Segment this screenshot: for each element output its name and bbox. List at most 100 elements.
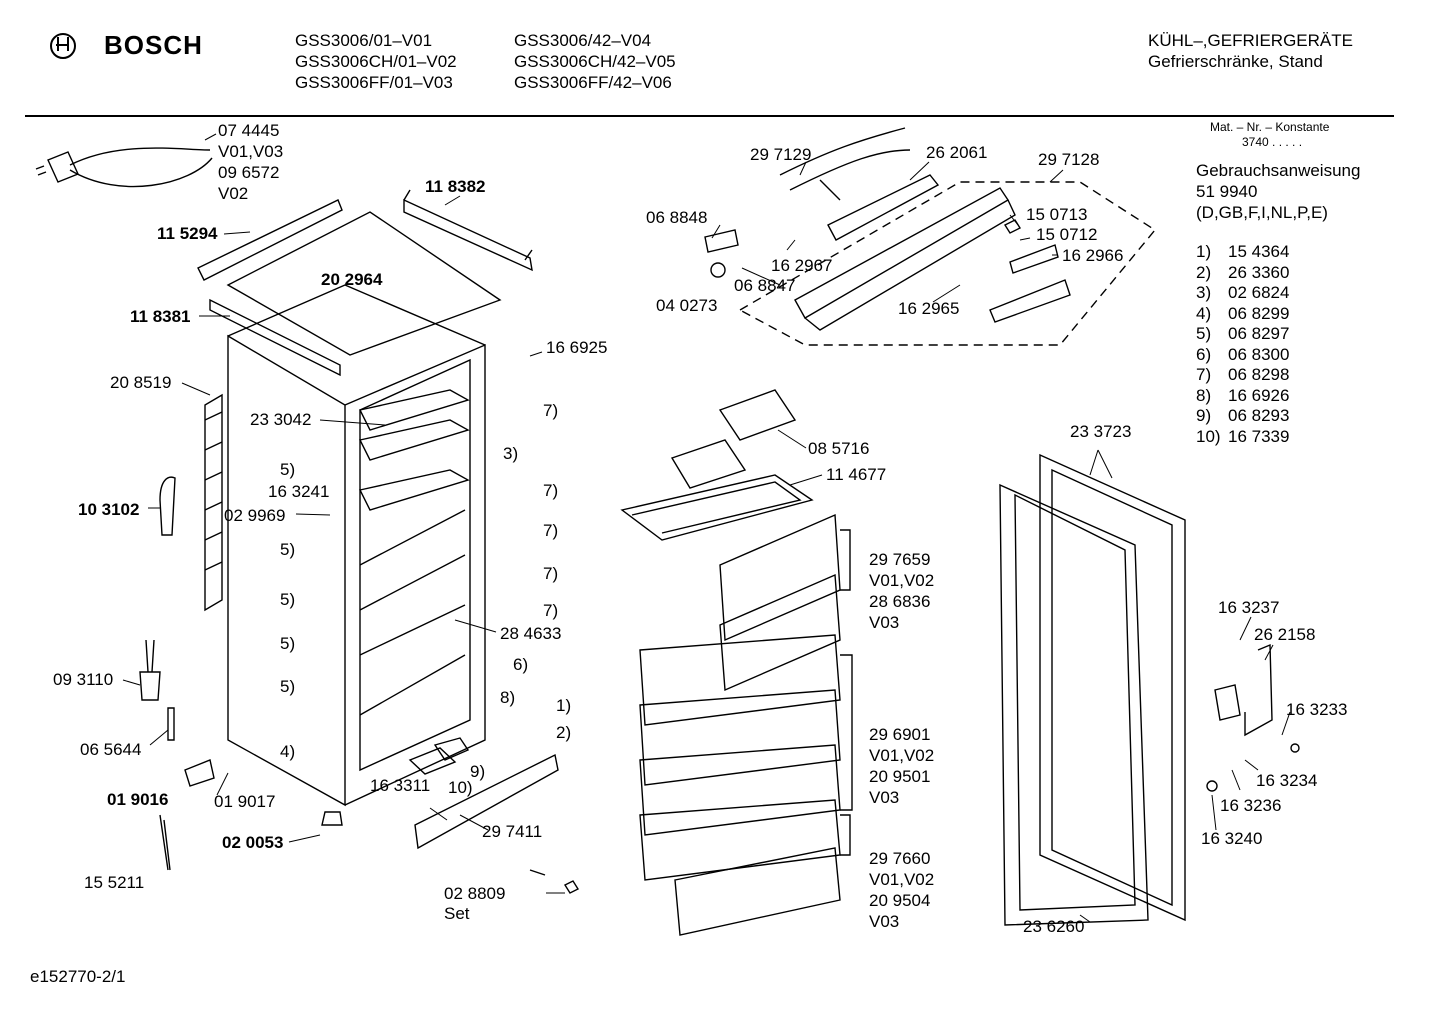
shelves-icon bbox=[358, 389, 470, 716]
legend-row: 3)02 6824 bbox=[1196, 283, 1289, 303]
callout-key: 5) bbox=[280, 460, 296, 479]
part-label: 11 8382 bbox=[425, 177, 486, 196]
part-label: 20 2964 bbox=[321, 270, 383, 289]
brand-name: BOSCH bbox=[104, 30, 203, 60]
legend-part: 06 8300 bbox=[1228, 344, 1290, 364]
part-label: Set bbox=[444, 904, 470, 923]
legend-row: 10)16 7339 bbox=[1196, 427, 1289, 447]
legend-key: 5) bbox=[1196, 324, 1212, 343]
leader-lines bbox=[122, 133, 1291, 923]
lamp-icon bbox=[710, 262, 726, 278]
cold-pack-icon bbox=[670, 389, 797, 489]
callout-key: 7) bbox=[543, 481, 559, 500]
bolt-icon bbox=[529, 869, 580, 894]
legend-key: 9) bbox=[1196, 406, 1212, 425]
category-subtitle: Gefrierschränke, Stand bbox=[1148, 52, 1323, 71]
footer-code: e152770-2/1 bbox=[30, 967, 126, 986]
manual-number: 51 9940 bbox=[1196, 182, 1258, 201]
condenser-icon bbox=[204, 393, 223, 612]
part-label: V01,V02 bbox=[869, 571, 935, 590]
part-label: V01,V03 bbox=[218, 142, 284, 161]
part-label: 16 2965 bbox=[898, 299, 960, 318]
part-label: 06 8847 bbox=[734, 276, 796, 295]
part-label: 29 7129 bbox=[750, 145, 812, 164]
legend-row: 7)06 8298 bbox=[1196, 365, 1289, 385]
legend-row: 5)06 8297 bbox=[1196, 324, 1289, 344]
manual-languages: (D,GB,F,I,NL,P,E) bbox=[1196, 203, 1328, 222]
callout-key: 7) bbox=[543, 521, 559, 540]
callout-key: 1) bbox=[556, 696, 572, 715]
part-label: 28 6836 bbox=[869, 592, 931, 611]
wire-part-icon bbox=[159, 814, 171, 871]
drawer-bracket-icon bbox=[840, 529, 853, 856]
legend-part: 15 4364 bbox=[1228, 242, 1290, 261]
callout-key: 5) bbox=[280, 634, 296, 653]
part-label: 09 3110 bbox=[53, 670, 114, 689]
display-icon bbox=[1009, 244, 1059, 274]
mat-nr-label: Mat. – Nr. – Konstante bbox=[1210, 120, 1330, 134]
part-label: 16 3234 bbox=[1256, 771, 1318, 790]
part-label: 06 5644 bbox=[80, 740, 142, 759]
part-label: 23 3042 bbox=[250, 410, 312, 429]
legend-row: 1) 15 4364 bbox=[1196, 242, 1289, 262]
legend-key: 1) bbox=[1196, 242, 1212, 261]
part-label: 02 8809 bbox=[444, 884, 506, 903]
legend-row: 8)16 6926 bbox=[1196, 386, 1289, 406]
part-label: 11 5294 bbox=[157, 224, 218, 243]
part-label: 16 3240 bbox=[1201, 829, 1263, 848]
callout-key: 7) bbox=[543, 601, 559, 620]
callout-key: 4) bbox=[280, 742, 296, 761]
part-label: 16 6925 bbox=[546, 338, 608, 357]
part-label: 01 9016 bbox=[107, 790, 169, 809]
legend-part: 02 6824 bbox=[1228, 283, 1290, 302]
glass-shelf-icon bbox=[620, 474, 814, 541]
part-label: 29 7660 bbox=[869, 849, 931, 868]
bottom-panel-icon bbox=[414, 753, 559, 850]
callout-key: 5) bbox=[280, 590, 296, 609]
part-label: 16 3311 bbox=[370, 776, 431, 795]
sensor-icon bbox=[139, 639, 161, 701]
legend-part: 16 6926 bbox=[1228, 385, 1290, 405]
part-label: 07 4445 bbox=[218, 121, 280, 140]
part-label: 15 0713 bbox=[1026, 205, 1088, 224]
door-icon bbox=[1039, 453, 1186, 922]
legend-row: 4)06 8299 bbox=[1196, 304, 1289, 324]
top-rail-right-icon bbox=[403, 189, 533, 272]
model-v05: GSS3006CH/42–V05 bbox=[514, 52, 676, 71]
screw-icon bbox=[1290, 743, 1300, 753]
knob-icon bbox=[1003, 219, 1022, 234]
part-label: V03 bbox=[869, 613, 900, 632]
legend-row: 9)06 8293 bbox=[1196, 406, 1289, 426]
legend-key: 10) bbox=[1196, 426, 1221, 446]
callout-key: 7) bbox=[543, 401, 559, 420]
part-label: 28 4633 bbox=[500, 624, 562, 643]
part-label: 20 8519 bbox=[110, 373, 172, 392]
callout-key: 2) bbox=[556, 723, 572, 742]
cabinet-body-icon bbox=[227, 284, 486, 807]
legend-part: 06 8298 bbox=[1228, 365, 1290, 384]
part-label: 29 7128 bbox=[1038, 150, 1100, 169]
part-label: V01,V02 bbox=[869, 870, 935, 889]
hinge-icon bbox=[1214, 643, 1273, 737]
part-label: 15 5211 bbox=[84, 873, 145, 892]
pin-icon bbox=[167, 707, 175, 741]
model-v04: GSS3006/42–V04 bbox=[514, 31, 652, 50]
part-label: V01,V02 bbox=[869, 746, 935, 765]
model-v03: GSS3006FF/01–V03 bbox=[295, 73, 453, 92]
callout-key: 8) bbox=[500, 688, 516, 707]
part-label: V03 bbox=[869, 788, 900, 807]
legend-row: 6)06 8300 bbox=[1196, 345, 1289, 365]
part-label: 16 3236 bbox=[1220, 796, 1282, 815]
part-label: 09 6572 bbox=[218, 163, 280, 182]
part-label: 16 3241 bbox=[268, 482, 330, 501]
model-v01: GSS3006/01–V01 bbox=[295, 31, 433, 50]
display-panel-icon bbox=[989, 279, 1071, 323]
part-label: V03 bbox=[869, 912, 900, 931]
callout-key: 10) bbox=[448, 778, 473, 797]
part-label: 06 8848 bbox=[646, 208, 708, 227]
part-label: 02 9969 bbox=[224, 506, 286, 525]
part-label: 10 3102 bbox=[78, 500, 140, 519]
part-label: 16 2966 bbox=[1062, 246, 1124, 265]
handle-icon bbox=[159, 476, 176, 536]
